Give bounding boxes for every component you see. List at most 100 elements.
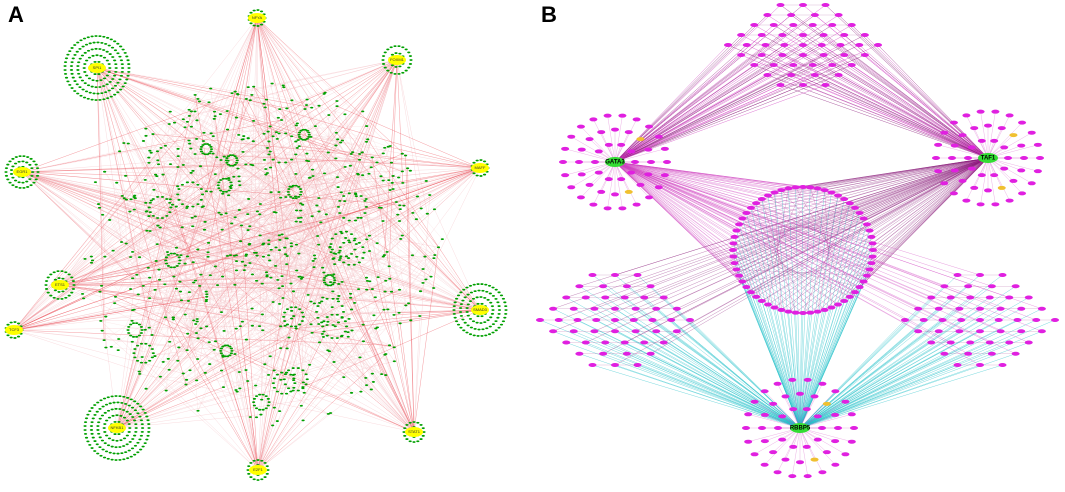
network-edge	[844, 54, 989, 159]
network-edge	[223, 142, 341, 388]
network-edge	[262, 314, 352, 393]
gene-node	[268, 355, 272, 358]
network-edge	[614, 34, 804, 163]
gene-node	[397, 220, 402, 222]
gene-node	[342, 241, 346, 244]
gene-node	[757, 197, 766, 202]
network-edge	[245, 164, 409, 304]
network-edge	[614, 161, 825, 311]
gene-node	[131, 277, 135, 280]
gene-node	[456, 294, 461, 297]
gene-node	[290, 309, 294, 312]
gene-node	[138, 415, 142, 418]
gene-node	[285, 323, 290, 326]
gene-node	[763, 73, 772, 77]
gene-node	[114, 67, 118, 69]
gene-node	[79, 94, 83, 97]
gene-node	[134, 427, 138, 429]
gene-node	[171, 318, 175, 321]
gene-node	[730, 261, 739, 266]
gene-node	[102, 456, 107, 459]
gene-node	[294, 306, 298, 309]
gene-node	[294, 325, 298, 328]
network-edge	[812, 64, 989, 159]
network-edge	[799, 207, 856, 429]
network-edge	[614, 161, 630, 193]
gene-node	[90, 259, 95, 262]
gene-node	[259, 23, 264, 26]
network-edge	[191, 172, 216, 342]
network-edge	[360, 258, 435, 392]
network-edge	[204, 153, 214, 230]
gene-node	[226, 355, 230, 358]
gene-node	[599, 351, 608, 356]
gene-node	[810, 73, 819, 77]
gene-node	[202, 131, 206, 134]
gene-node	[53, 278, 58, 281]
network-edge	[339, 167, 481, 251]
gene-node	[353, 248, 357, 251]
gene-node	[4, 174, 9, 177]
network-edge	[149, 186, 339, 328]
gene-node	[375, 326, 379, 329]
network-edge	[203, 132, 338, 178]
gene-node	[191, 225, 195, 228]
gene-node	[636, 137, 645, 142]
gene-node	[644, 172, 653, 177]
network-edge	[799, 364, 1003, 429]
gene-node	[361, 246, 365, 249]
network-edge	[953, 157, 989, 194]
gene-node	[124, 198, 128, 201]
network-edge	[116, 357, 361, 429]
gene-node	[18, 155, 22, 158]
gene-node	[472, 161, 476, 164]
network-edge	[332, 306, 374, 316]
gene-node	[133, 356, 137, 359]
gene-node	[121, 48, 125, 51]
gene-node	[252, 85, 256, 88]
hub-label: TAF1	[981, 156, 996, 162]
gene-node	[350, 329, 354, 332]
network-edge	[210, 147, 385, 276]
gene-node	[611, 363, 619, 367]
network-edge	[837, 157, 989, 196]
gene-node	[624, 130, 633, 135]
network-edge	[799, 383, 823, 429]
gene-node	[672, 329, 681, 334]
gene-node	[136, 451, 140, 454]
gene-node	[352, 301, 357, 304]
gene-node	[283, 246, 287, 249]
gene-node	[252, 459, 256, 462]
network-edge	[799, 224, 868, 429]
gene-node	[672, 306, 681, 311]
gene-node	[738, 216, 747, 221]
gene-node	[150, 348, 154, 350]
gene-node	[150, 334, 154, 336]
network-edge	[733, 243, 850, 298]
gene-node	[652, 306, 661, 311]
gene-node	[104, 450, 109, 453]
network-edge	[116, 134, 154, 429]
gene-node	[347, 318, 351, 320]
gene-node	[482, 173, 487, 176]
network-edge	[13, 153, 403, 331]
network-edge	[245, 265, 301, 277]
gene-node	[760, 439, 769, 444]
gene-node	[82, 37, 87, 40]
gene-node	[113, 295, 118, 298]
network-edge	[13, 329, 179, 348]
gene-node	[313, 125, 317, 128]
gene-node	[300, 311, 304, 314]
gene-node	[219, 213, 223, 216]
gene-node	[49, 294, 53, 297]
gene-node	[386, 69, 390, 72]
gene-node	[840, 53, 849, 57]
gene-node	[82, 67, 86, 69]
network-edge	[13, 202, 146, 331]
gene-node	[140, 356, 144, 358]
gene-node	[397, 176, 401, 179]
gene-node	[588, 363, 597, 367]
gene-node	[831, 439, 840, 444]
gene-node	[6, 163, 10, 166]
network-edge	[217, 285, 259, 471]
